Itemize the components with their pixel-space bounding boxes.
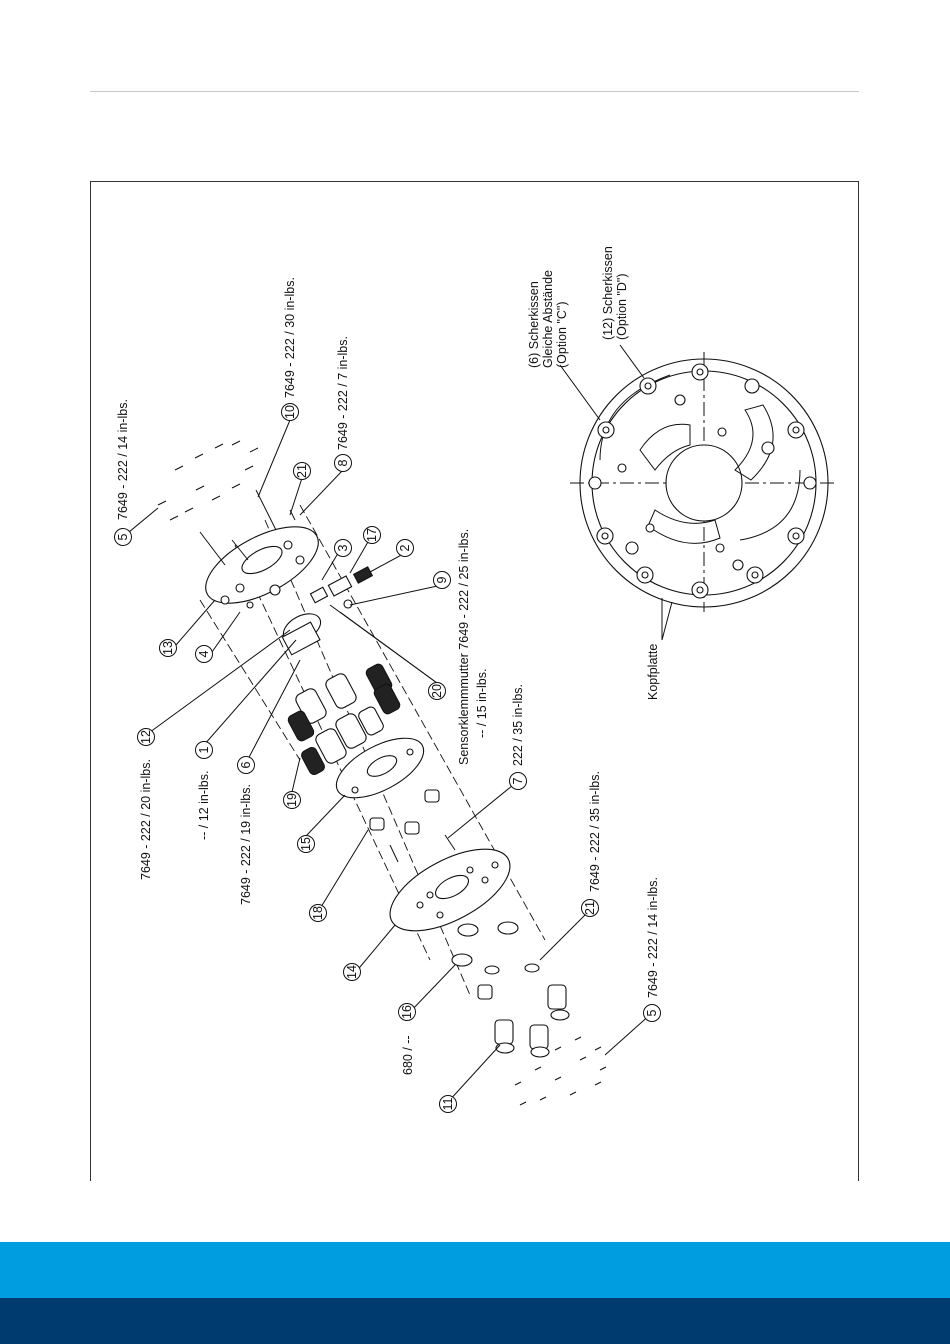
callout-16: 16 xyxy=(398,1003,416,1021)
callout-14: 14 xyxy=(343,963,361,981)
head-plate-view xyxy=(559,344,838,641)
shear-pad-c-line2: Gleiche Abstände xyxy=(541,270,555,368)
svg-text:4: 4 xyxy=(197,650,211,657)
shear-pad-d-line2: (Option "D") xyxy=(615,273,629,340)
svg-text:2: 2 xyxy=(398,544,412,551)
torque-7: 222 / 35 in-lbs. xyxy=(511,684,525,766)
svg-text:14: 14 xyxy=(345,965,359,979)
svg-text:3: 3 xyxy=(336,544,350,551)
callout-17: 17 xyxy=(363,526,381,544)
callout-20: 20 xyxy=(428,682,446,700)
callout-21-bottom: 21 xyxy=(581,899,599,917)
torque-5-top: 7649 - 222 / 14 in-lbs. xyxy=(116,399,130,520)
svg-text:20: 20 xyxy=(430,684,444,698)
sensor-nut-torque-alt: -- / 15 in-lbs. xyxy=(475,669,489,738)
torque-6: 7649 - 222 / 19 in-lbs. xyxy=(239,784,253,905)
shear-pad-c-line3: (Option "C") xyxy=(555,301,569,368)
callout-19: 19 xyxy=(283,791,301,809)
callout-11: 11 xyxy=(439,1095,457,1113)
svg-text:5: 5 xyxy=(116,533,130,540)
shear-pad-c-line1: (6) Scherkissen xyxy=(527,281,541,368)
torque-8: 7649 - 222 / 7 in-lbs. xyxy=(336,336,350,450)
svg-text:21: 21 xyxy=(583,901,597,915)
callout-8: 8 xyxy=(334,454,352,472)
torque-12: 7649 - 222 / 20 in-lbs. xyxy=(139,759,153,880)
head-plate-labels: (6) Scherkissen Gleiche Abstände (Option… xyxy=(527,246,660,700)
callout-13: 13 xyxy=(159,639,177,657)
callout-10: 10 xyxy=(281,403,299,421)
svg-text:7: 7 xyxy=(511,777,525,784)
svg-text:19: 19 xyxy=(285,793,299,807)
svg-text:16: 16 xyxy=(400,1005,414,1019)
svg-text:10: 10 xyxy=(283,405,297,419)
leader-lines xyxy=(122,419,653,1103)
svg-text:15: 15 xyxy=(299,837,313,851)
assembly-geometry xyxy=(157,440,607,1106)
svg-text:18: 18 xyxy=(311,906,325,920)
callout-4: 4 xyxy=(195,645,213,663)
svg-text:1: 1 xyxy=(197,746,211,753)
callout-21-top: 21 xyxy=(293,462,311,480)
callout-7: 7 xyxy=(509,772,527,790)
svg-text:13: 13 xyxy=(161,641,175,655)
callout-1: 1 xyxy=(195,741,213,759)
svg-text:11: 11 xyxy=(441,1097,455,1110)
head-plate-label: Kopfplatte xyxy=(646,644,660,700)
callout-2: 2 xyxy=(396,539,414,557)
torque-21: 7649 - 222 / 35 in-lbs. xyxy=(588,771,602,892)
callout-15: 15 xyxy=(297,835,315,853)
header-rule xyxy=(90,91,859,92)
torque-labels: 7649 - 222 / 14 in-lbs. 7649 - 222 / 30 … xyxy=(116,277,660,1075)
callout-18: 18 xyxy=(309,904,327,922)
callout-9: 9 xyxy=(433,571,451,589)
callout-5-top: 5 xyxy=(114,528,132,546)
callout-12: 12 xyxy=(137,728,155,746)
drawing-frame xyxy=(90,181,859,1181)
callout-5-bottom: 5 xyxy=(643,1004,661,1022)
shear-pad-d-line1: (12) Scherkissen xyxy=(601,246,615,340)
svg-text:12: 12 xyxy=(139,730,153,744)
svg-text:17: 17 xyxy=(365,528,379,542)
footer-band-dark xyxy=(0,1298,950,1344)
torque-16: 680 / -- xyxy=(401,1035,415,1075)
svg-text:6: 6 xyxy=(239,761,253,768)
footer-band-light xyxy=(0,1242,950,1298)
callout-6: 6 xyxy=(237,756,255,774)
svg-text:21: 21 xyxy=(295,464,309,478)
svg-text:5: 5 xyxy=(645,1009,659,1016)
callout-bubbles: 5 10 21 8 13 4 3 17 2 9 12 1 6 20 19 15 … xyxy=(114,403,661,1113)
svg-text:8: 8 xyxy=(336,459,350,466)
torque-1: -- / 12 in-lbs. xyxy=(197,771,211,840)
torque-5-bottom: 7649 - 222 / 14 in-lbs. xyxy=(646,877,660,998)
torque-10: 7649 - 222 / 30 in-lbs. xyxy=(283,277,297,398)
svg-text:9: 9 xyxy=(435,576,449,583)
sensor-nut-torque: Sensorklemmmutter 7649 - 222 / 25 in-lbs… xyxy=(457,529,471,765)
callout-3: 3 xyxy=(334,539,352,557)
